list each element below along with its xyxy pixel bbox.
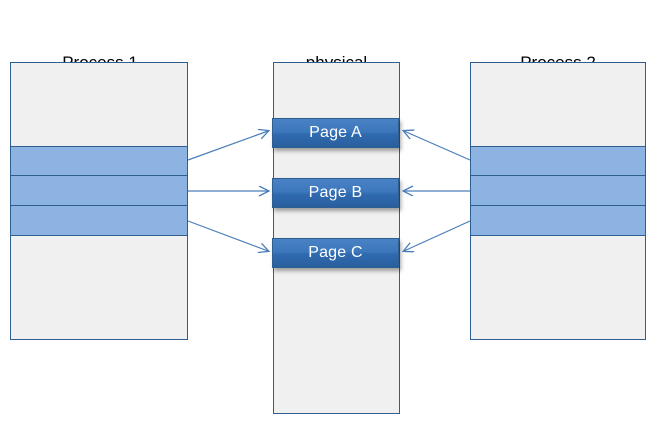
process2-address-space — [470, 62, 646, 340]
process2-shared-page-1 — [471, 146, 645, 176]
process2-shared-page-2 — [471, 176, 645, 206]
arrow-p1-to-page-c — [187, 220, 268, 251]
process1-address-space — [10, 62, 188, 340]
process1-shared-page-1 — [11, 146, 187, 176]
page-c-label: Page C — [308, 244, 363, 261]
page-b-block: Page B — [272, 178, 399, 208]
arrow-p1-to-page-a — [187, 131, 268, 161]
page-c-block: Page C — [272, 238, 399, 268]
process1-shared-page-2 — [11, 176, 187, 206]
process2-free-region-bottom — [471, 236, 645, 339]
process2-free-region-top — [471, 63, 645, 146]
page-b-label: Page B — [308, 184, 363, 201]
page-a-block: Page A — [272, 118, 399, 148]
process2-shared-page-3 — [471, 206, 645, 236]
process1-free-region-top — [11, 63, 187, 146]
arrow-p2-to-page-a — [404, 131, 471, 161]
process1-free-region-bottom — [11, 236, 187, 339]
page-a-label: Page A — [309, 124, 362, 141]
arrow-p2-to-page-c — [404, 220, 471, 251]
process1-shared-page-3 — [11, 206, 187, 236]
